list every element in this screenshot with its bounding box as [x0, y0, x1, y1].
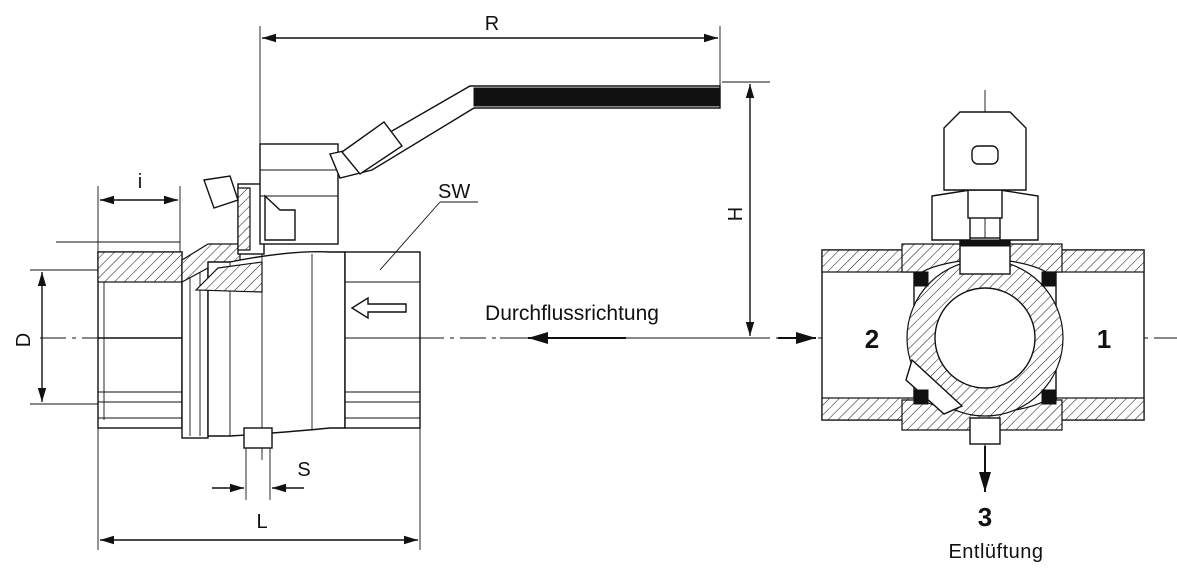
ball-bore	[934, 287, 1036, 389]
dimension-SW: SW	[379, 181, 478, 271]
dimension-S: S	[212, 448, 311, 500]
right-hex-end	[344, 251, 421, 429]
dimension-R: R	[259, 13, 721, 150]
left-nut	[97, 251, 183, 429]
dim-label-D: D	[13, 333, 35, 347]
side-view: R H i D SW	[13, 13, 770, 550]
flow-direction-label: Durchflussrichtung	[485, 302, 659, 325]
section-view: 2 1 3 Entlüftung	[650, 90, 1177, 563]
dimension-H: H	[500, 81, 770, 339]
dim-label-SW: SW	[438, 181, 470, 203]
dim-label-S: S	[297, 459, 310, 481]
dim-label-R: R	[485, 13, 499, 35]
dim-label-L: L	[256, 511, 267, 533]
stem-and-handle	[203, 85, 721, 255]
right-port-end	[1055, 249, 1145, 421]
dim-label-i: i	[138, 171, 142, 193]
dimension-i: i	[97, 171, 181, 252]
dimension-D: D	[13, 241, 180, 405]
port-label-2: 2	[865, 324, 879, 354]
dimension-L: L	[97, 428, 421, 550]
vent-label: Entlüftung	[948, 541, 1043, 563]
dim-label-H: H	[725, 207, 747, 221]
port-label-1: 1	[1097, 324, 1111, 354]
port-label-3: 3	[978, 502, 992, 532]
flow-direction: Durchflussrichtung	[485, 302, 659, 344]
valve-body	[194, 251, 346, 460]
